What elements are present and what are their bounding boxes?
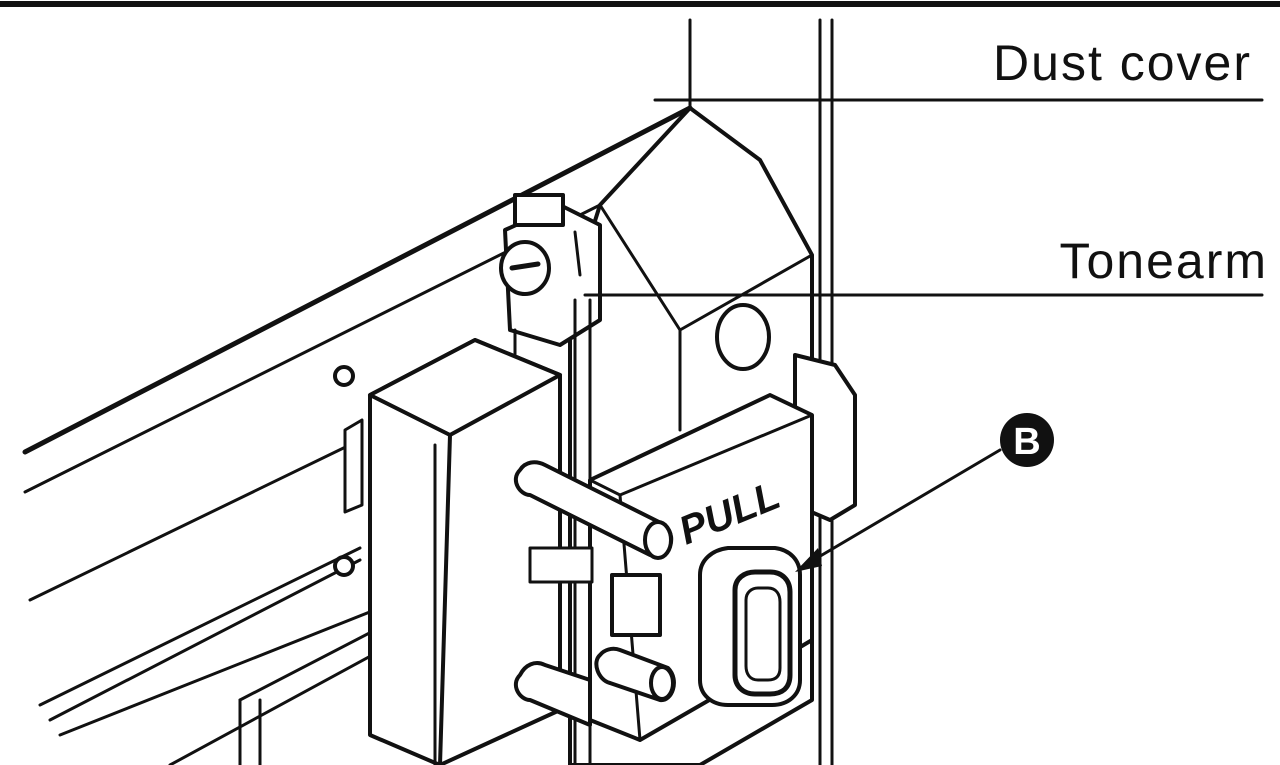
marker-b: B [1000, 413, 1054, 467]
tonearm-label: Tonearm [1059, 233, 1268, 289]
mounting-box [333, 338, 562, 765]
callout-leaders [583, 98, 1264, 572]
hinge-screw-hole [715, 303, 771, 371]
mounting-screw [333, 365, 355, 387]
dust-cover-label: Dust cover [993, 35, 1252, 91]
mounting-screw [333, 555, 355, 577]
arrow-head [795, 548, 822, 572]
turntable-base [22, 105, 693, 765]
marker-b-text: B [1013, 421, 1040, 463]
pull-tab [698, 546, 802, 707]
marker-b-circle [1000, 413, 1054, 467]
